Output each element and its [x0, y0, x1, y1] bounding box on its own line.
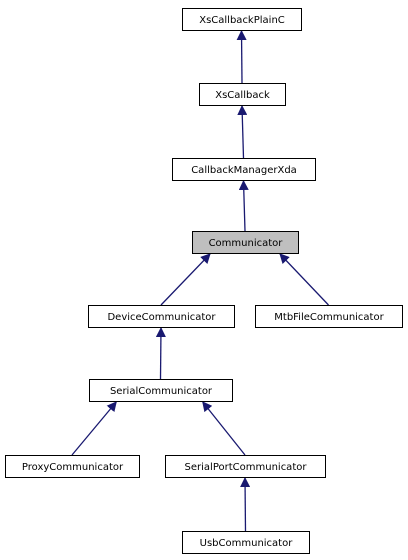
edge-mtbfilecommunicator-to-communicator: [279, 253, 329, 306]
edge-proxycommunicator-to-serialcommunicator: [71, 401, 117, 456]
node-xscallback[interactable]: XsCallback: [199, 83, 286, 106]
node-box-callbackmanagerxda: [172, 158, 316, 181]
edge-xscallback-to-xscallbackplainc: [236, 30, 247, 84]
node-label-proxycommunicator: ProxyCommunicator: [22, 462, 124, 473]
node-label-serialcommunicator: SerialCommunicator: [110, 386, 213, 397]
edge-serialportcommunicator-to-serialcommunicator: [202, 401, 246, 456]
node-label-usbcommunicator: UsbCommunicator: [200, 538, 294, 549]
node-label-serialportcommunicator: SerialPortCommunicator: [185, 462, 308, 473]
edge-devicecommunicator-to-communicator: [160, 253, 211, 306]
node-box-xscallbackplainc: [182, 8, 302, 31]
node-xscallbackplainc[interactable]: XsCallbackPlainC: [182, 8, 302, 31]
node-serialportcommunicator[interactable]: SerialPortCommunicator: [165, 455, 326, 478]
edge-serialcommunicator-to-devicecommunicator: [155, 327, 166, 380]
node-mtbfilecommunicator[interactable]: MtbFileCommunicator: [255, 305, 403, 328]
node-communicator[interactable]: Communicator: [192, 231, 299, 254]
node-box-xscallback: [199, 83, 286, 106]
node-label-devicecommunicator: DeviceCommunicator: [107, 312, 216, 323]
node-serialcommunicator[interactable]: SerialCommunicator: [89, 379, 233, 402]
node-box-communicator: [192, 231, 299, 254]
node-label-xscallbackplainc: XsCallbackPlainC: [199, 15, 285, 26]
node-proxycommunicator[interactable]: ProxyCommunicator: [5, 455, 140, 478]
node-box-serialportcommunicator: [165, 455, 326, 478]
edge-usbcommunicator-to-serialportcommunicator: [240, 477, 251, 532]
node-usbcommunicator[interactable]: UsbCommunicator: [182, 531, 310, 554]
edge-communicator-to-callbackmanagerxda: [238, 180, 249, 232]
node-devicecommunicator[interactable]: DeviceCommunicator: [88, 305, 235, 328]
node-box-usbcommunicator: [182, 531, 310, 554]
node-box-mtbfilecommunicator: [255, 305, 403, 328]
node-label-communicator: Communicator: [209, 238, 284, 249]
node-box-serialcommunicator: [89, 379, 233, 402]
node-box-proxycommunicator: [5, 455, 140, 478]
node-box-devicecommunicator: [88, 305, 235, 328]
node-label-callbackmanagerxda: CallbackManagerXda: [191, 165, 297, 176]
node-label-xscallback: XsCallback: [215, 90, 270, 101]
node-label-mtbfilecommunicator: MtbFileCommunicator: [274, 312, 384, 323]
edge-callbackmanagerxda-to-xscallback: [237, 105, 248, 159]
node-callbackmanagerxda[interactable]: CallbackManagerXda: [172, 158, 316, 181]
